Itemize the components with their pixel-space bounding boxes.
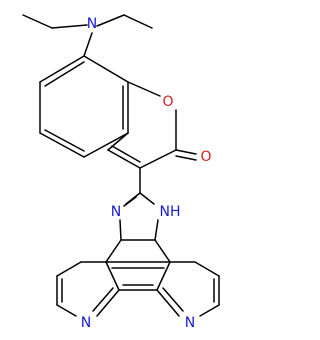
bond — [139, 192, 155, 205]
bond — [123, 196, 137, 207]
right-pyridine-nitrogen-label: N — [185, 315, 195, 331]
imidazole-nitrogen-label: N — [111, 204, 121, 220]
bond — [96, 14, 125, 27]
bond — [107, 132, 129, 151]
ring-oxygen-label: O — [162, 94, 173, 110]
bond — [127, 81, 161, 97]
bond-lines — [22, 14, 220, 317]
bond — [56, 261, 82, 277]
bond — [105, 261, 120, 291]
bond — [154, 219, 159, 241]
bond — [92, 287, 114, 312]
bond — [51, 24, 88, 29]
carbonyl-oxygen-label: O — [200, 149, 211, 165]
bond — [156, 289, 180, 317]
bond — [175, 149, 197, 155]
bond — [162, 287, 184, 312]
amine-nitrogen-label: N — [87, 16, 97, 32]
molecular-structure-diagram: N O O N NH N N — [22, 14, 220, 331]
bond — [107, 149, 141, 169]
bond — [39, 132, 85, 158]
bond — [44, 129, 85, 152]
bond — [111, 145, 141, 163]
bond — [83, 55, 129, 83]
bond — [123, 14, 153, 29]
bond — [56, 304, 77, 317]
bond — [154, 239, 171, 263]
bond — [105, 239, 122, 263]
atom-labels: N O O N NH N N — [81, 16, 212, 331]
bond — [83, 132, 129, 158]
bond — [156, 261, 171, 291]
bond — [199, 304, 220, 317]
bond — [194, 261, 220, 277]
bond — [44, 61, 85, 87]
bond — [22, 14, 53, 29]
bond — [96, 289, 120, 317]
bond — [139, 149, 177, 169]
imidazole-nh-label: NH — [160, 204, 181, 220]
left-pyridine-nitrogen-label: N — [81, 315, 91, 331]
bond — [119, 219, 122, 241]
bond — [39, 55, 85, 83]
bond — [175, 155, 197, 161]
bond — [83, 32, 93, 57]
